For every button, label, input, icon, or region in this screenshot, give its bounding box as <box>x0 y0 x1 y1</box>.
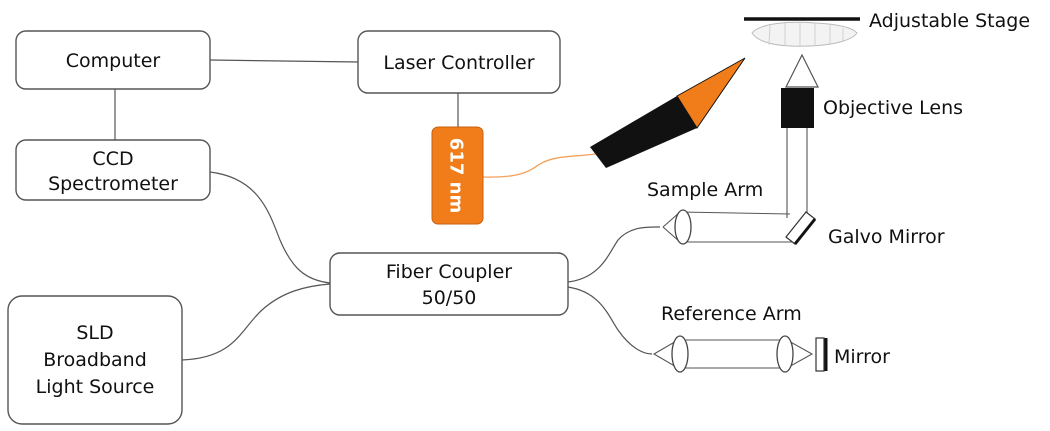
fiber-coupler-label-line2: 50/50 <box>422 287 477 309</box>
sld-label-line2: Broadband <box>43 349 147 371</box>
coupler-reference-fiber <box>567 286 653 355</box>
galvo-mirror <box>785 211 817 245</box>
fiber-coupler-box: Fiber Coupler 50/50 <box>329 252 569 316</box>
sample-arm-lens <box>674 209 692 245</box>
light-probe <box>590 57 746 168</box>
reference-mirror <box>815 337 825 372</box>
laser-label: 617 nm <box>446 138 467 213</box>
mirror-label: Mirror <box>834 346 890 368</box>
objective-lens <box>781 88 814 128</box>
ccd-label-line2: Spectrometer <box>48 173 178 195</box>
larva-sample <box>751 21 858 47</box>
sld-label-line1: SLD <box>76 322 113 344</box>
fiber-coupler-label-line1: Fiber Coupler <box>386 261 512 283</box>
laser-controller-box: Laser Controller <box>357 30 561 94</box>
ccd-label-line1: CCD <box>92 148 133 170</box>
laser-controller-label: Laser Controller <box>383 52 534 74</box>
objective-lens-label: Objective Lens <box>823 97 963 119</box>
reference-lens-right <box>776 335 794 373</box>
laser-fiber <box>482 153 596 178</box>
laser-617nm: 617 nm <box>431 126 484 225</box>
computer-box: Computer <box>15 30 211 90</box>
sample-arm-label: Sample Arm <box>647 179 763 201</box>
ccd-spectrometer-box: CCD Spectrometer <box>15 139 211 201</box>
reference-arm-label: Reference Arm <box>661 303 802 325</box>
galvo-mirror-label: Galvo Mirror <box>828 226 945 248</box>
sld-label-line3: Light Source <box>36 376 155 398</box>
sld-light-source-box: SLD Broadband Light Source <box>7 295 183 425</box>
probe-body <box>590 96 697 168</box>
computer-label: Computer <box>66 50 161 72</box>
reference-lens-left <box>671 335 689 373</box>
focus-cone <box>785 53 819 88</box>
ccd-coupler-fiber <box>209 171 331 284</box>
adjustable-stage-label: Adjustable Stage <box>869 10 1030 32</box>
computer-laser-controller-wire <box>209 59 359 63</box>
coupler-sample-fiber <box>567 226 661 283</box>
sld-coupler-fiber <box>181 283 331 361</box>
probe-tip <box>676 57 746 129</box>
